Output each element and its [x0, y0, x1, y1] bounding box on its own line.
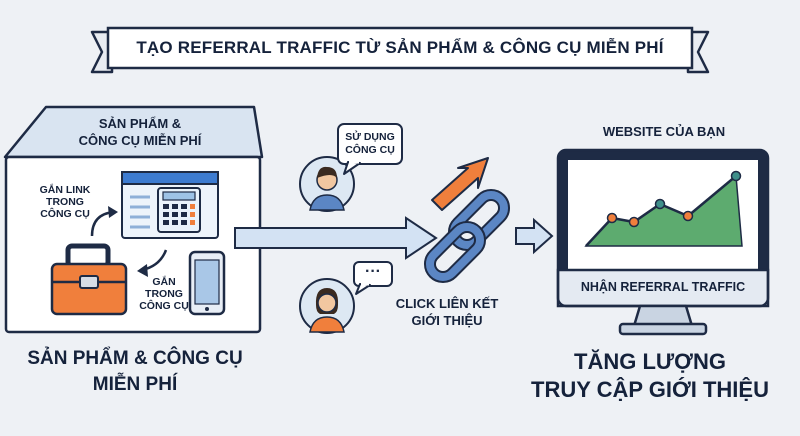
box-header-line1: SẢN PHẨM & — [98, 116, 182, 131]
bubble-top-line2: CÔNG CỤ — [345, 144, 395, 156]
chain-link-icon — [423, 157, 511, 284]
website-caption-line2: TRUY CẬP GIỚI THIỆU — [531, 377, 769, 402]
embed-label-line1: GẮN LINK — [39, 184, 91, 196]
chart-point — [654, 198, 666, 210]
embed-label-line3: CÔNG CỤ — [40, 208, 90, 220]
chart-point — [628, 216, 640, 228]
embed-label-line2: TRONG — [46, 196, 84, 208]
products-caption-line1: SẢN PHẨM & CÔNG CỤ — [27, 348, 243, 369]
user-avatar-icon — [299, 278, 355, 334]
bubble-bottom-dots: ··· — [365, 263, 381, 280]
chart-point — [730, 170, 742, 182]
attach-label-line3: CÔNG CỤ — [139, 300, 189, 312]
screen-caption: NHẬN REFERRAL TRAFFIC — [580, 280, 746, 294]
speech-bubble-bottom — [353, 261, 393, 295]
chart-point — [682, 210, 694, 222]
traffic-chart — [584, 170, 743, 247]
page-title: TẠO REFERRAL TRAFFIC TỪ SẢN PHẨM & CÔNG … — [136, 38, 664, 57]
attach-label-line2: TRONG — [145, 288, 183, 300]
bubble-top-line1: SỬ DỤNG — [345, 131, 395, 143]
smartphone-icon — [188, 250, 226, 316]
curved-arrow-down-head — [137, 264, 148, 277]
user-avatar-icon — [299, 156, 355, 212]
box-header-line2: CÔNG CỤ MIỄN PHÍ — [78, 133, 202, 148]
flow-arrow-long — [234, 216, 438, 260]
chart-point — [606, 212, 618, 224]
calculator-icon — [157, 187, 201, 233]
click-label-line2: GIỚI THIỆU — [411, 313, 483, 328]
toolbox-icon — [50, 243, 128, 316]
attach-label-line1: GẮN — [152, 276, 176, 288]
flow-arrow-short — [515, 217, 554, 255]
website-label: WEBSITE CỦA BẠN — [602, 124, 726, 139]
curved-arrow-up-head — [108, 206, 118, 218]
products-caption-line2: MIỄN PHÍ — [92, 374, 178, 395]
speech-bubble-top — [337, 123, 403, 175]
title-banner — [90, 26, 710, 74]
click-label-line1: CLICK LIÊN KẾT — [395, 296, 499, 311]
website-caption-line1: TĂNG LƯỢNG — [574, 349, 726, 374]
